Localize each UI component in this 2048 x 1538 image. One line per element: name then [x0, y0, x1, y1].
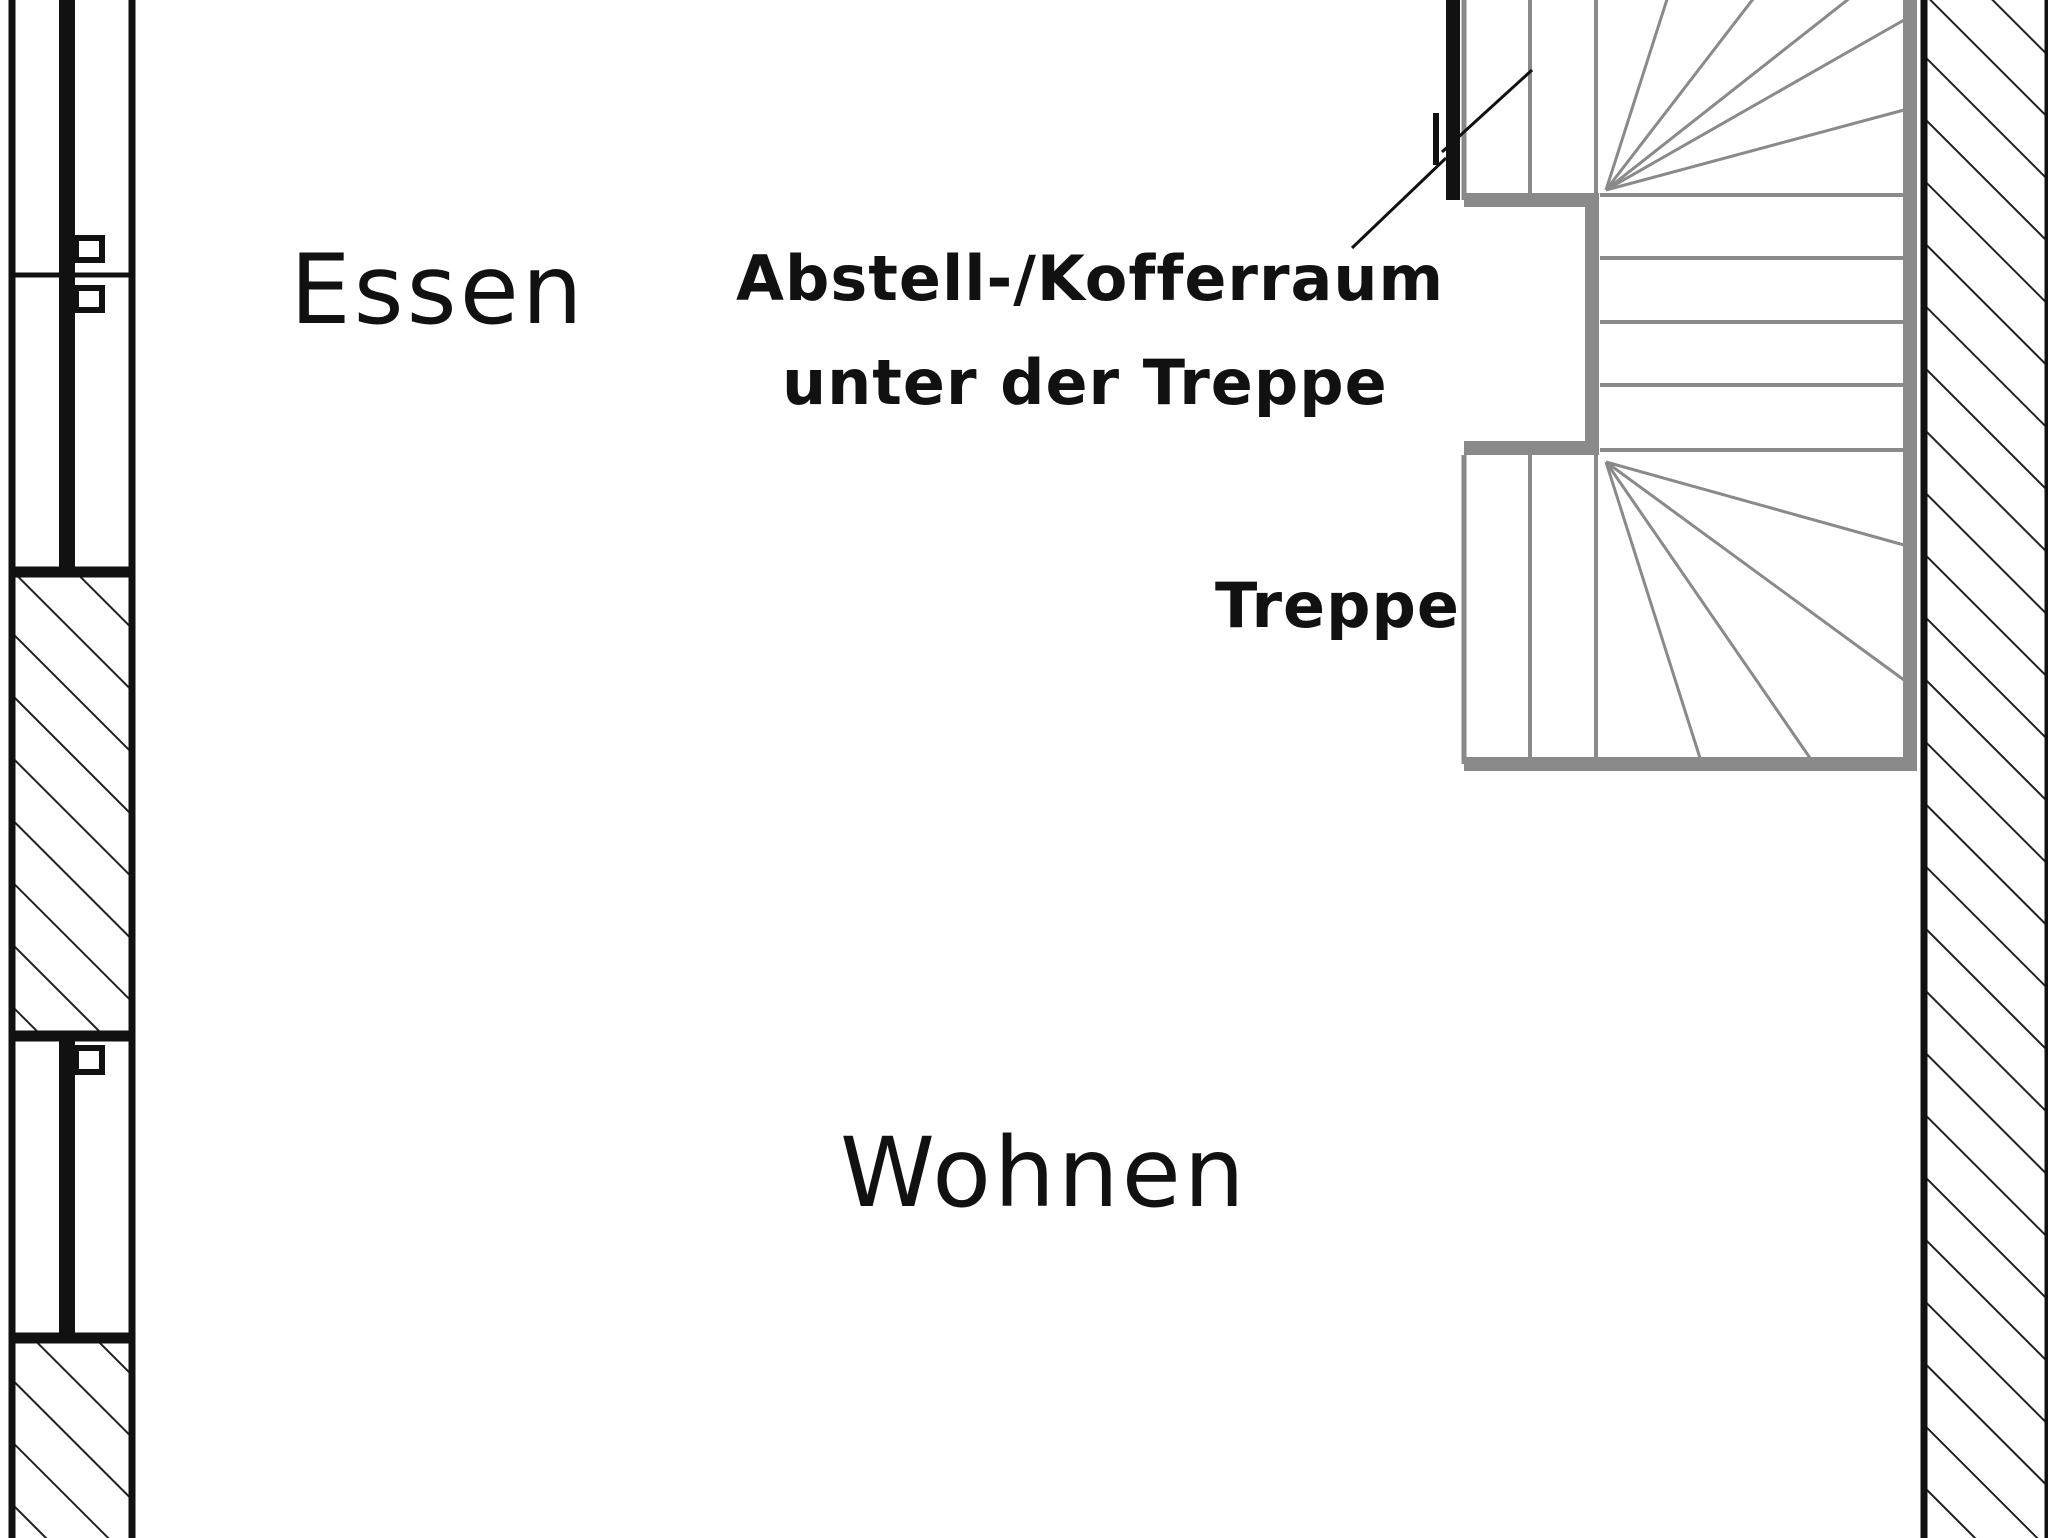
- window-upper: [8, 0, 136, 574]
- right-wall: [1920, 0, 2048, 1538]
- room-label-wohnen: Wohnen: [840, 1117, 1248, 1229]
- left-wall: [8, 0, 136, 1538]
- window-lower: [8, 1034, 136, 1340]
- storage-note-line2: unter der Treppe: [782, 346, 1388, 419]
- stair-label: Treppe: [1215, 569, 1460, 642]
- wall-hatch-segment-1: [8, 570, 136, 1038]
- staircase: [1461, 0, 1917, 771]
- storage-note-line1: Abstell-/Kofferraum: [736, 242, 1445, 315]
- storage-door: [1433, 0, 1534, 200]
- wall-hatch-segment-2: [8, 1336, 136, 1538]
- leader-line: [1350, 156, 1448, 250]
- room-label-essen: Essen: [290, 234, 586, 346]
